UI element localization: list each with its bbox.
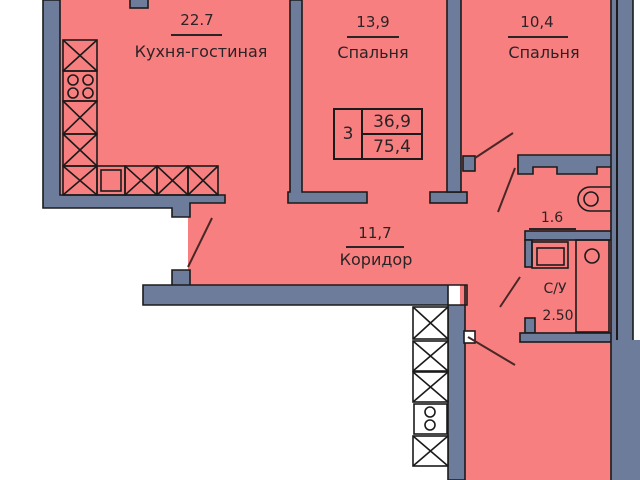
rooms-count: 3 bbox=[335, 110, 363, 158]
kitchen-furniture bbox=[62, 39, 219, 196]
wardrobe-xbox bbox=[412, 371, 449, 403]
stove-two-burner-icon bbox=[413, 403, 448, 435]
walls bbox=[42, 0, 640, 480]
room-corridor bbox=[188, 203, 467, 285]
door-swing-hall bbox=[497, 167, 516, 213]
bedroom2-area-label: 10,4 bbox=[520, 13, 554, 31]
kitchen-cabinet-xbox bbox=[124, 165, 158, 196]
hall-area-underline bbox=[529, 228, 576, 230]
wall-bathroom-bottom bbox=[519, 332, 613, 343]
corridor-area-underline bbox=[346, 246, 404, 248]
bedroom1-name-label: Спальня bbox=[337, 43, 409, 62]
wall-right-outer bbox=[610, 0, 634, 480]
wall-corridor-bottom bbox=[142, 269, 468, 480]
bedroom1-area-label: 13,9 bbox=[356, 13, 390, 31]
door-swing-bathroom bbox=[499, 276, 521, 308]
door-swing-entrance bbox=[187, 217, 213, 268]
room-bottom-right bbox=[465, 333, 633, 480]
apartment-info-box: 3 36,9 75,4 bbox=[333, 108, 423, 160]
kitchen-name-label: Кухня-гостиная bbox=[134, 42, 268, 61]
neighbour-cabinets bbox=[412, 306, 449, 467]
corridor-area-label: 11,7 bbox=[358, 224, 392, 242]
kitchen-cabinet-xbox bbox=[156, 165, 189, 196]
kitchen-cabinet-xbox bbox=[62, 165, 98, 196]
bathroom-area-label: 2.50 bbox=[542, 308, 574, 324]
wardrobe-xbox bbox=[412, 340, 449, 372]
bathroom-name-label: С/У bbox=[543, 281, 567, 297]
total-area-value: 75,4 bbox=[373, 136, 411, 157]
kitchen-cabinet-xbox bbox=[62, 100, 98, 135]
wall-bathroom-left-lower bbox=[524, 317, 536, 334]
washing-machine-icon bbox=[531, 241, 569, 269]
wall-kitchen-bedroom1 bbox=[287, 0, 368, 204]
bath-fixtures bbox=[531, 186, 611, 333]
stove-icon bbox=[62, 70, 98, 102]
door-swing-bottom-room bbox=[467, 336, 516, 366]
kitchen-area-label: 22.7 bbox=[180, 11, 214, 29]
wall-right-outer-lower bbox=[630, 340, 640, 480]
kitchen-cabinet-xbox bbox=[62, 39, 98, 72]
kitchen-cabinet-xbox bbox=[62, 133, 98, 167]
wardrobe-xbox bbox=[412, 435, 449, 467]
room-right-mid bbox=[460, 155, 611, 342]
kitchen-cabinet-xbox bbox=[187, 165, 219, 196]
sink-icon bbox=[96, 165, 126, 196]
bathtub-icon bbox=[575, 239, 610, 333]
hall-area-label: 1.6 bbox=[540, 210, 564, 226]
toilet-icon bbox=[577, 186, 611, 212]
wall-bedroom2-bottom bbox=[517, 154, 613, 175]
wall-top-stub bbox=[129, 0, 149, 9]
corridor-name-label: Коридор bbox=[339, 250, 413, 269]
wall-bedroom1-bedroom2 bbox=[446, 0, 462, 193]
kitchen-area-underline bbox=[171, 34, 222, 36]
door-swing-bedroom2 bbox=[474, 132, 514, 159]
wall-bathroom-left-upper bbox=[524, 239, 533, 268]
wall-bedroom1-bottom-right bbox=[429, 191, 468, 204]
doors bbox=[187, 132, 521, 366]
bedroom2-area-underline bbox=[508, 36, 568, 38]
living-area-value: 36,9 bbox=[363, 110, 421, 135]
wardrobe-xbox bbox=[412, 306, 449, 340]
wall-hall-bathroom-divider bbox=[524, 230, 613, 241]
bedroom1-area-underline bbox=[347, 36, 399, 38]
bedroom2-name-label: Спальня bbox=[508, 43, 580, 62]
door-stub-bedroom2 bbox=[462, 155, 476, 172]
